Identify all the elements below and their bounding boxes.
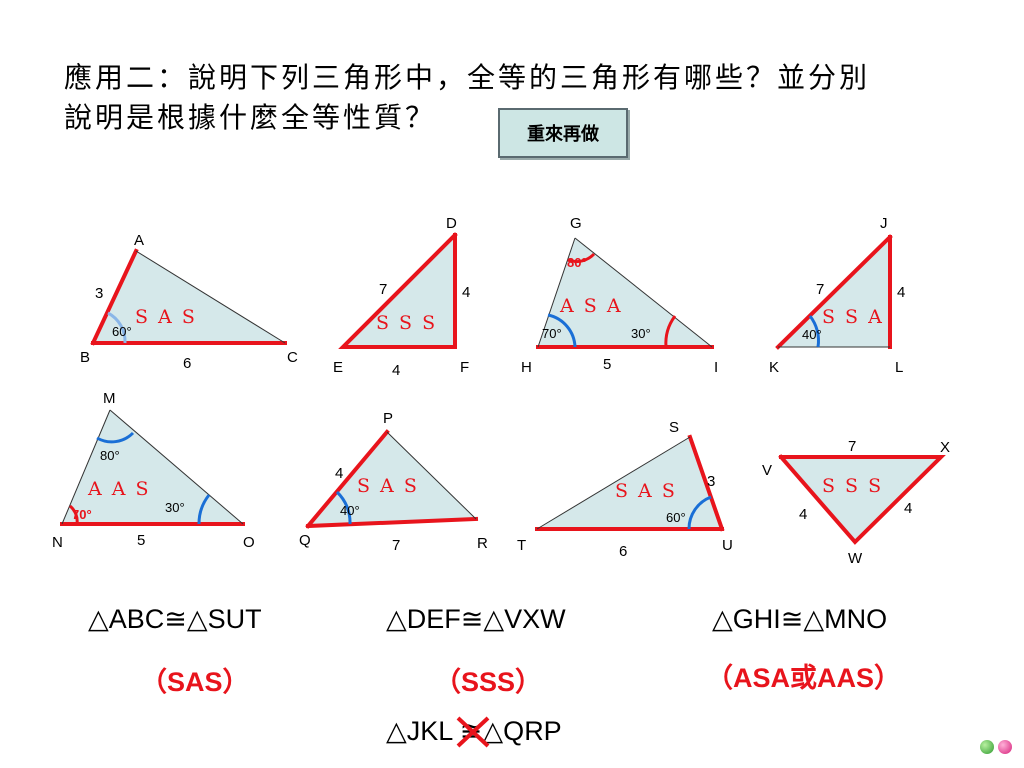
- next-slide-dot-icon[interactable]: [980, 740, 994, 754]
- triangle-ghi: G H I 5 80° 70° 30° A S A: [521, 215, 718, 376]
- angle-g: 80°: [567, 255, 587, 270]
- question-text: 應用二：說明下列三角形中，全等的三角形有哪些？並分別 說明是根據什麼全等性質？: [64, 58, 964, 138]
- redo-button[interactable]: 重來再做: [498, 108, 628, 158]
- side-df: 4: [462, 284, 470, 301]
- vertex-v: V: [762, 462, 772, 479]
- vertex-s: S: [669, 419, 679, 436]
- criterion-sss: （SSS）: [434, 667, 543, 697]
- side-pq: 4: [335, 465, 343, 482]
- angle-m: 80°: [100, 448, 120, 463]
- vertex-x: X: [940, 439, 950, 456]
- congruent-symbol-crossed: ≅: [456, 716, 490, 748]
- triangle-jkl: J K L 7 4 40° S S A: [769, 215, 905, 376]
- tag-jkl: S S A: [822, 306, 884, 328]
- criterion-asa-aas: （ASA或AAS）: [706, 663, 902, 693]
- angle-k: 40°: [802, 327, 822, 342]
- tag-ghi: A S A: [559, 295, 623, 317]
- answer-abc-sut: △ABC≅△SUT: [88, 604, 262, 634]
- angle-q: 40°: [340, 503, 360, 518]
- side-de: 7: [379, 281, 387, 298]
- angle-o: 30°: [165, 500, 185, 515]
- vertex-n: N: [52, 534, 63, 551]
- cross-out-icon: [456, 716, 490, 748]
- tag-abc: S A S: [135, 306, 197, 328]
- answer-jkl-qrp: △JKL ≅△QRP: [386, 716, 562, 748]
- vertex-m: M: [103, 390, 116, 407]
- vertex-k: K: [769, 359, 779, 376]
- tag-stu: S A S: [615, 480, 677, 502]
- tag-pqr: S A S: [357, 475, 419, 497]
- vertex-j: J: [880, 215, 888, 232]
- question-line-1: 應用二：說明下列三角形中，全等的三角形有哪些？並分別: [64, 61, 871, 94]
- triangle-pqr: P Q R 4 7 40° S A S: [299, 410, 488, 554]
- vertex-t: T: [517, 537, 526, 554]
- angle-i: 30°: [631, 326, 651, 341]
- side-qr: 7: [392, 537, 400, 554]
- side-jl: 4: [897, 284, 905, 301]
- tag-def: S S S: [376, 312, 437, 334]
- side-ab: 3: [95, 285, 103, 302]
- vertex-w: W: [848, 550, 863, 567]
- side-vw: 4: [799, 506, 807, 523]
- side-tu: 6: [619, 543, 627, 560]
- side-ef: 4: [392, 362, 400, 379]
- vertex-c: C: [287, 349, 298, 366]
- jkl-label: △JKL: [386, 716, 460, 746]
- vertex-a: A: [134, 232, 144, 249]
- vertex-r: R: [477, 535, 488, 552]
- angle-b: 60°: [112, 324, 132, 339]
- side-jk: 7: [816, 281, 824, 298]
- vertex-u: U: [722, 537, 733, 554]
- vertex-l: L: [895, 359, 903, 376]
- answer-ghi-mno: △GHI≅△MNO: [712, 604, 888, 634]
- side-xw: 4: [904, 500, 912, 517]
- triangle-vxw: V X W 7 4 4 S S S: [762, 438, 950, 567]
- triangle-stu: S T U 3 6 60° S A S: [517, 419, 733, 560]
- vertex-i: I: [714, 359, 718, 376]
- triangle-abc: A B C 3 6 60° S A S: [80, 232, 298, 372]
- tag-vxw: S S S: [822, 475, 883, 497]
- angle-u: 60°: [666, 510, 686, 525]
- vertex-p: P: [383, 410, 393, 427]
- answer-def-vxw: △DEF≅△VXW: [386, 604, 566, 634]
- qrp-label: △QRP: [482, 716, 562, 746]
- vertex-b: B: [80, 349, 90, 366]
- vertex-e: E: [333, 359, 343, 376]
- angle-n: 70°: [72, 507, 92, 522]
- vertex-h: H: [521, 359, 532, 376]
- side-bc: 6: [183, 355, 191, 372]
- tag-mno: A A S: [87, 478, 151, 500]
- vertex-d: D: [446, 215, 457, 232]
- vertex-f: F: [460, 359, 469, 376]
- vertex-g: G: [570, 215, 582, 232]
- side-su: 3: [707, 473, 715, 490]
- angle-h: 70°: [542, 326, 562, 341]
- triangle-def: D E F 7 4 4 S S S: [333, 215, 470, 379]
- previous-slide-dot-icon[interactable]: [998, 740, 1012, 754]
- side-hi: 5: [603, 356, 611, 373]
- criterion-sas: （SAS）: [140, 667, 250, 697]
- triangle-mno: M N O 5 80° 70° 30° A A S: [52, 390, 255, 551]
- triangles-figure: A B C 3 6 60° S A S D E F 7 4 4 S S S G …: [52, 215, 950, 567]
- question-line-2: 說明是根據什麼全等性質？: [64, 101, 437, 134]
- side-no: 5: [137, 532, 145, 549]
- vertex-o: O: [243, 534, 255, 551]
- vertex-q: Q: [299, 532, 311, 549]
- side-vx: 7: [848, 438, 856, 455]
